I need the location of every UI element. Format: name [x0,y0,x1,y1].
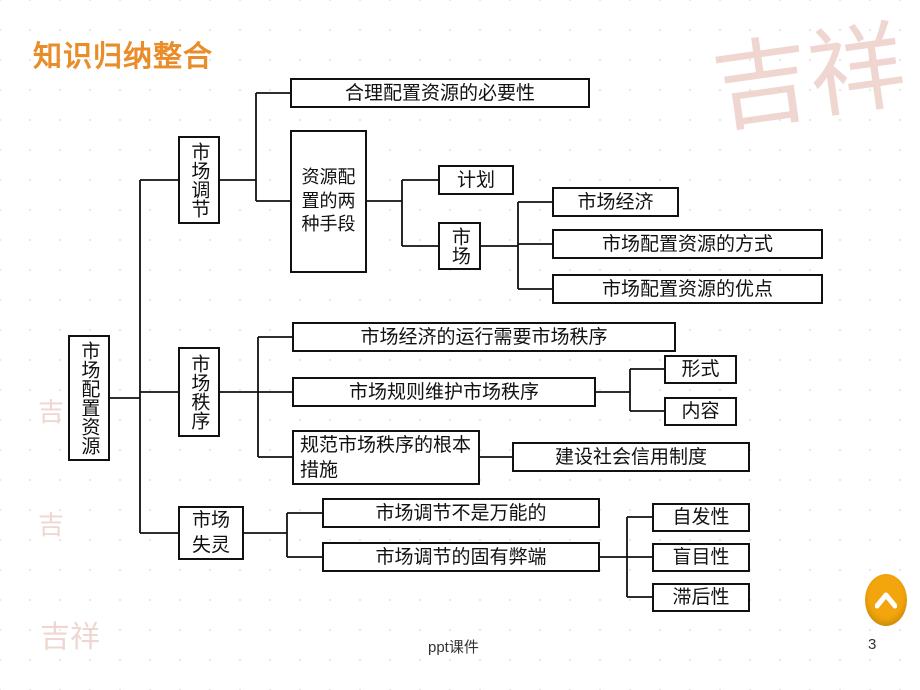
node-plan: 计划 [438,165,514,195]
leaf-form: 形式 [664,355,737,384]
nav-up-button[interactable] [865,574,907,626]
leaf-market-economy: 市场经济 [552,187,679,217]
watermark-left-1: 吉 [38,398,65,428]
leaf-credit-system: 建设社会信用制度 [512,442,750,472]
node-not-omnipotent: 市场调节不是万能的 [322,498,600,528]
node-inherent-defects: 市场调节的固有弊端 [322,542,600,572]
page-number: 3 [868,636,877,653]
root-node: 市场配置资源 [68,335,110,461]
slide-footer: ppt课件 [428,639,479,656]
watermark-left-2: 吉 [38,511,65,541]
branch-market-regulation: 市场调节 [178,136,220,224]
watermark-bottom-left: 吉祥 [40,620,100,655]
node-fundamental-measure: 规范市场秩序的根本措施 [292,430,480,485]
leaf-spontaneity: 自发性 [652,503,750,532]
leaf-allocation-advantage: 市场配置资源的优点 [552,274,823,304]
node-rules-maintain-order: 市场规则维护市场秩序 [292,377,596,407]
branch-market-order: 市场秩序 [178,347,220,437]
leaf-content: 内容 [664,397,737,426]
leaf-lag: 滞后性 [652,583,750,612]
node-market: 市场 [438,222,481,270]
slide-title: 知识归纳整合 [33,39,214,73]
node-resource-allocation-necessity: 合理配置资源的必要性 [290,78,590,108]
node-two-allocation-means: 资源配置的两种手段 [290,130,367,273]
leaf-allocation-method: 市场配置资源的方式 [552,229,823,259]
up-chevron-icon [875,592,897,609]
node-economy-needs-order: 市场经济的运行需要市场秩序 [292,322,676,352]
leaf-blindness: 盲目性 [652,543,750,572]
branch-market-failure: 市场失灵 [178,506,244,560]
